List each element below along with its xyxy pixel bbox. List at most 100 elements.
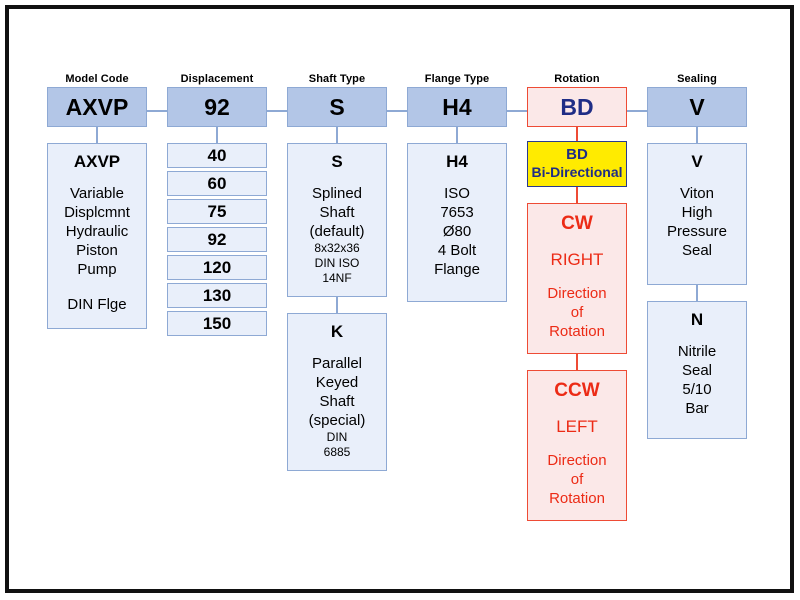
detail-line: DIN Flge <box>67 296 127 313</box>
column-shaft-type: Shaft Type S S Splined Shaft (default) 8… <box>287 71 387 471</box>
detail-line: ISO <box>444 185 470 202</box>
detail-line: Hydraulic <box>65 223 129 240</box>
connector-displacement-to-shaft <box>267 110 289 112</box>
connector-vertical-shaft-type <box>287 127 387 143</box>
rotation-side-cw: RIGHT <box>550 250 604 269</box>
code-box-flange-type[interactable]: H4 <box>407 87 507 127</box>
connector-shaft-to-flange <box>387 110 409 112</box>
detail-box-flange-h4[interactable]: H4 ISO 7653 Ø80 4 Bolt Flange <box>407 143 507 302</box>
detail-box-seal-v[interactable]: V Viton High Pressure Seal <box>647 143 747 285</box>
detail-line: 8x32x36 <box>314 241 360 255</box>
column-header-sealing: Sealing <box>677 73 717 85</box>
detail-code-seal-n: N <box>690 310 704 329</box>
detail-code-axvp: AXVP <box>73 152 121 171</box>
detail-line: Bar <box>685 400 709 417</box>
displacement-option[interactable]: 75 <box>167 199 267 224</box>
column-header-shaft-type: Shaft Type <box>308 73 366 85</box>
detail-line: Direction <box>547 285 607 302</box>
rotation-code-ccw: CCW <box>554 380 600 401</box>
displacement-option[interactable]: 60 <box>167 171 267 196</box>
column-model-code: Model Code AXVP AXVP Variable Displcmnt … <box>47 71 147 329</box>
column-sealing: Sealing V V Viton High Pressure Seal N N… <box>647 71 747 439</box>
connector-vertical-flange-type <box>407 127 507 143</box>
displacement-option[interactable]: 120 <box>167 255 267 280</box>
detail-line: Piston <box>76 242 118 259</box>
detail-line: Splined <box>311 185 363 202</box>
connector-model-to-displacement <box>147 110 169 112</box>
displacement-option[interactable]: 40 <box>167 143 267 168</box>
displacement-option[interactable]: 150 <box>167 311 267 336</box>
code-box-model-code[interactable]: AXVP <box>47 87 147 127</box>
detail-line: Displcmnt <box>64 204 130 221</box>
column-header-model-code: Model Code <box>65 73 129 85</box>
detail-code-flange-h4: H4 <box>446 152 468 171</box>
connector-vertical-shaft-s-to-k <box>287 297 387 313</box>
detail-text-shaft-k: Parallel Keyed Shaft (special) <box>292 354 382 430</box>
detail-line: Rotation <box>549 323 605 340</box>
detail-code-shaft-k: K <box>330 322 344 341</box>
detail-line: Viton <box>680 185 714 202</box>
connector-rotation-to-sealing <box>627 110 649 112</box>
column-rotation: Rotation BD BD Bi-Directional CW RIGHT D… <box>527 71 627 521</box>
detail-line: 4 Bolt <box>437 242 477 259</box>
detail-code-seal-v: V <box>691 152 703 171</box>
detail-line: Shaft <box>319 204 355 221</box>
detail-line: Pump <box>77 261 117 278</box>
displacement-option[interactable]: 130 <box>167 283 267 308</box>
detail-line: of <box>570 304 584 321</box>
detail-line: Parallel <box>311 355 363 372</box>
column-displacement: Displacement 92 40 60 75 92 120 130 150 <box>167 71 267 339</box>
detail-text-seal-n: Nitrile Seal 5/10 Bar <box>652 342 742 418</box>
highlight-code-bd: BD <box>566 146 588 163</box>
detail-sub-shaft-s: 8x32x36 DIN ISO 14NF <box>292 241 382 286</box>
diagram-frame: Model Code AXVP AXVP Variable Displcmnt … <box>5 5 794 593</box>
detail-tail-axvp: DIN Flge <box>52 295 142 314</box>
connector-vertical-cw-to-ccw <box>527 354 627 370</box>
detail-code-shaft-s: S <box>331 152 343 171</box>
connector-vertical-seal-v-to-n <box>647 285 747 301</box>
rotation-direction-cw: Direction of Rotation <box>532 284 622 341</box>
rotation-side-ccw: LEFT <box>556 417 598 436</box>
detail-line: Variable <box>70 185 124 202</box>
detail-text-shaft-s: Splined Shaft (default) <box>292 184 382 241</box>
detail-text-seal-v: Viton High Pressure Seal <box>652 184 742 260</box>
detail-line: Pressure <box>666 223 728 240</box>
connector-vertical-model-code <box>47 127 147 143</box>
detail-line: Nitrile <box>677 343 717 360</box>
code-box-displacement[interactable]: 92 <box>167 87 267 127</box>
code-box-sealing[interactable]: V <box>647 87 747 127</box>
column-flange-type: Flange Type H4 H4 ISO 7653 Ø80 4 Bolt Fl… <box>407 71 507 302</box>
detail-line: High <box>681 204 713 221</box>
code-box-shaft-type[interactable]: S <box>287 87 387 127</box>
code-box-rotation[interactable]: BD <box>527 87 627 127</box>
detail-box-shaft-k[interactable]: K Parallel Keyed Shaft (special) DIN 688… <box>287 313 387 471</box>
detail-line: Seal <box>681 242 713 259</box>
detail-text-axvp: Variable Displcmnt Hydraulic Piston Pump <box>52 184 142 279</box>
detail-text-flange-h4: ISO 7653 Ø80 4 Bolt Flange <box>412 184 502 279</box>
connector-vertical-sealing <box>647 127 747 143</box>
detail-line: DIN <box>326 430 348 444</box>
detail-line: Direction <box>547 452 607 469</box>
highlight-box-bidirectional[interactable]: BD Bi-Directional <box>527 141 627 187</box>
detail-line: Ø80 <box>442 223 472 240</box>
rotation-box-ccw[interactable]: CCW LEFT Direction of Rotation <box>527 370 627 521</box>
detail-line: DIN ISO <box>314 256 360 270</box>
detail-box-axvp[interactable]: AXVP Variable Displcmnt Hydraulic Piston… <box>47 143 147 329</box>
detail-line: 14NF <box>322 271 352 285</box>
connector-vertical-rotation <box>527 127 627 141</box>
detail-line: Seal <box>681 362 713 379</box>
displacement-option[interactable]: 92 <box>167 227 267 252</box>
detail-line: 6885 <box>323 445 351 459</box>
rotation-direction-ccw: Direction of Rotation <box>532 451 622 508</box>
displacement-option-list: 40 60 75 92 120 130 150 <box>167 143 267 336</box>
detail-line: 5/10 <box>682 381 712 398</box>
rotation-box-cw[interactable]: CW RIGHT Direction of Rotation <box>527 203 627 354</box>
detail-box-seal-n[interactable]: N Nitrile Seal 5/10 Bar <box>647 301 747 439</box>
detail-line: Shaft <box>319 393 355 410</box>
detail-line: Keyed <box>315 374 359 391</box>
detail-line: 7653 <box>440 204 474 221</box>
column-header-rotation: Rotation <box>554 73 600 85</box>
detail-box-shaft-s[interactable]: S Splined Shaft (default) 8x32x36 DIN IS… <box>287 143 387 297</box>
detail-line: (default) <box>309 223 365 240</box>
